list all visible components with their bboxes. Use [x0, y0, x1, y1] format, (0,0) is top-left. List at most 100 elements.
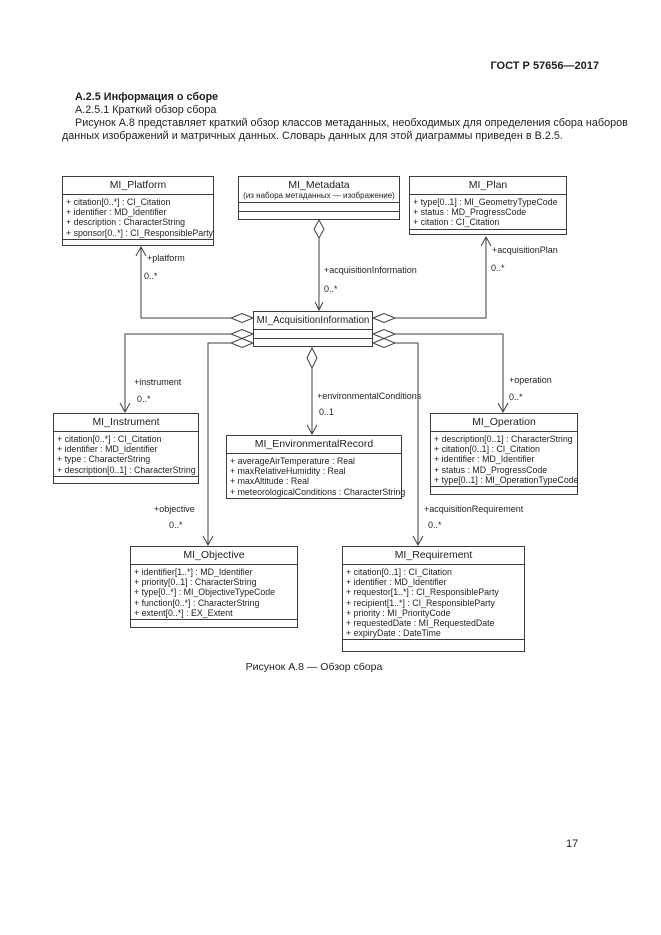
section-title: А.2.5 Информация о сборе: [75, 91, 219, 103]
arrowhead-plan: [480, 235, 492, 247]
attribute: + sponsor[0..*] : CI_ResponsibleParty: [66, 227, 213, 238]
attributes-compartment-empty: [239, 203, 399, 212]
operations-compartment-empty: [227, 499, 401, 503]
uml-class-mi-instrument: MI_Instrument + citation[0..*] : CI_Cita…: [53, 413, 199, 484]
attribute: + identifier : MD_Identifier: [57, 444, 158, 455]
attribute: + identifier : MD_Identifier: [66, 207, 167, 218]
attribute: + identifier[1..*] : MD_Identifier: [134, 567, 253, 577]
attribute: + maxAltitude : Real: [230, 476, 309, 487]
attribute: + requestor[1..*] : CI_ResponsibleParty: [346, 587, 499, 598]
edge-line-requirement: [395, 342, 419, 545]
arrowhead-instrument: [119, 402, 131, 414]
uml-class-mi-operation: MI_Operation + description[0..1] : Chara…: [430, 413, 579, 495]
class-title: MI_Instrument: [54, 414, 198, 432]
uml-class-mi-metadata: MI_Metadata (из набора метаданных — изоб…: [238, 176, 400, 220]
uml-class-mi-platform: MI_Platform + citation[0..*] : CI_Citati…: [62, 176, 214, 246]
edge-role-acquisition-requirement: +acquisitionRequirement: [424, 504, 524, 514]
attribute: + type : CharacterString: [57, 454, 151, 465]
operations-compartment-empty: [254, 339, 372, 347]
edge-multiplicity-environmental-conditions: 0..1: [319, 407, 335, 417]
class-attributes: + citation[0..1] : CI_Citation + identif…: [343, 565, 524, 641]
edge-role-operation: +operation: [509, 375, 552, 385]
edge-multiplicity-acquisition-plan: 0..*: [491, 263, 505, 273]
edge-line-objective: [207, 342, 231, 545]
class-attributes: + description[0..1] : CharacterString + …: [431, 432, 579, 488]
paragraph-line-2: данных изображений и матричных данных. С…: [62, 130, 563, 142]
figure-caption: Рисунок А.8 — Обзор сбора: [245, 661, 383, 673]
aggregation-diamond-metadata: [313, 218, 325, 240]
edge-line-plan: [395, 237, 487, 319]
arrowhead-operation: [497, 402, 509, 414]
uml-class-mi-environmental-record: MI_EnvironmentalRecord + averageAirTempe…: [226, 435, 406, 499]
uml-class-mi-objective: MI_Objective + identifier[1..*] : MD_Ide…: [130, 546, 298, 628]
operations-compartment-empty: [131, 620, 297, 627]
edge-role-instrument: +instrument: [134, 377, 182, 387]
class-title: MI_AcquisitionInformation: [254, 312, 372, 330]
edge-multiplicity-instrument: 0..*: [137, 394, 151, 404]
attribute: + priority : MI_PriorityCode: [346, 607, 451, 618]
class-attributes: + averageAirTemperature : Real + maxRela…: [227, 454, 406, 499]
edge-multiplicity-platform: 0..*: [144, 271, 158, 281]
attribute: + priority[0..1] : CharacterString: [134, 577, 257, 588]
attribute: + description : CharacterString: [66, 217, 186, 228]
class-attributes: + citation[0..*] : CI_Citation + identif…: [54, 432, 198, 477]
attribute: + averageAirTemperature : Real: [230, 456, 355, 466]
uml-class-mi-acquisition-information: MI_AcquisitionInformation: [253, 311, 373, 347]
arrowhead-objective: [202, 535, 214, 547]
attributes-compartment-empty: [254, 330, 372, 339]
class-title: MI_Requirement: [343, 547, 524, 565]
aggregation-diamond-environmental: [306, 346, 318, 370]
edge-multiplicity-acquisition-information: 0..*: [324, 284, 338, 294]
attribute: + citation[0..*] : CI_Citation: [66, 197, 171, 207]
operations-compartment-empty: [343, 640, 524, 651]
attribute: + requestedDate : MI_RequestedDate: [346, 618, 495, 629]
edge-multiplicity-operation: 0..*: [509, 392, 523, 402]
operations-compartment-empty: [431, 487, 577, 494]
attribute: + type[0..1] : MI_GeometryTypeCode: [413, 197, 558, 207]
attribute: + function[0..*] : CharacterString: [134, 597, 260, 608]
edge-role-environmental-conditions: +environmentalConditions: [317, 391, 422, 401]
edge-line-operation: [395, 333, 504, 412]
attribute: + citation : CI_Citation: [413, 217, 500, 228]
attribute: + identifier : MD_Identifier: [346, 577, 447, 588]
aggregation-diamond-plan: [371, 312, 397, 324]
operations-compartment-empty: [54, 477, 198, 483]
uml-class-mi-plan: MI_Plan + type[0..1] : MI_GeometryTypeCo…: [409, 176, 567, 235]
attribute: + status : MD_ProgressCode: [434, 464, 548, 475]
class-name: MI_Metadata: [288, 179, 350, 191]
document-header: ГОСТ Р 57656—2017: [490, 60, 599, 72]
class-title: MI_Platform: [63, 177, 213, 195]
attribute: + citation[0..1] : CI_Citation: [434, 444, 540, 455]
attribute: + type[0..1] : MI_OperationTypeCode: [434, 474, 579, 485]
arrowhead-requirement: [412, 535, 424, 547]
edge-role-acquisition-information: +acquisitionInformation: [324, 265, 417, 275]
arrowhead-environmental: [306, 424, 318, 436]
aggregation-diamond-objective: [229, 337, 255, 349]
attribute: + description[0..1] : CharacterString: [434, 434, 573, 444]
class-attributes: + citation[0..*] : CI_Citation + identif…: [63, 195, 213, 240]
arrowhead-platform: [135, 245, 147, 257]
aggregation-diamond-operation: [371, 328, 397, 340]
class-attributes: + type[0..1] : MI_GeometryTypeCode + sta…: [410, 195, 566, 230]
attribute: + maxRelativeHumidity : Real: [230, 466, 346, 477]
operations-compartment-empty: [410, 230, 566, 234]
attribute: + citation[0..*] : CI_Citation: [57, 434, 162, 444]
attribute: + recipient[1..*] : CI_ResponsibleParty: [346, 597, 495, 608]
attribute: + citation[0..1] : CI_Citation: [346, 567, 452, 577]
subsection-title: А.2.5.1 Краткий обзор сбора: [75, 104, 217, 116]
edge-role-objective: +objective: [154, 504, 195, 514]
arrowhead-acquisition-information: [314, 301, 324, 312]
attribute: + identifier : MD_Identifier: [434, 454, 535, 465]
uml-class-mi-requirement: MI_Requirement + citation[0..1] : CI_Cit…: [342, 546, 525, 652]
attribute: + meteorologicalConditions : CharacterSt…: [230, 486, 406, 497]
edge-line-platform: [140, 247, 231, 319]
operations-compartment-empty: [239, 212, 399, 220]
edge-role-platform: +platform: [147, 253, 185, 263]
attribute: + status : MD_ProgressCode: [413, 207, 527, 218]
edge-role-acquisition-plan: +acquisitionPlan: [492, 245, 558, 255]
aggregation-diamond-platform: [229, 312, 255, 324]
class-attributes: + identifier[1..*] : MD_Identifier + pri…: [131, 565, 297, 621]
aggregation-diamond-requirement: [371, 337, 397, 349]
